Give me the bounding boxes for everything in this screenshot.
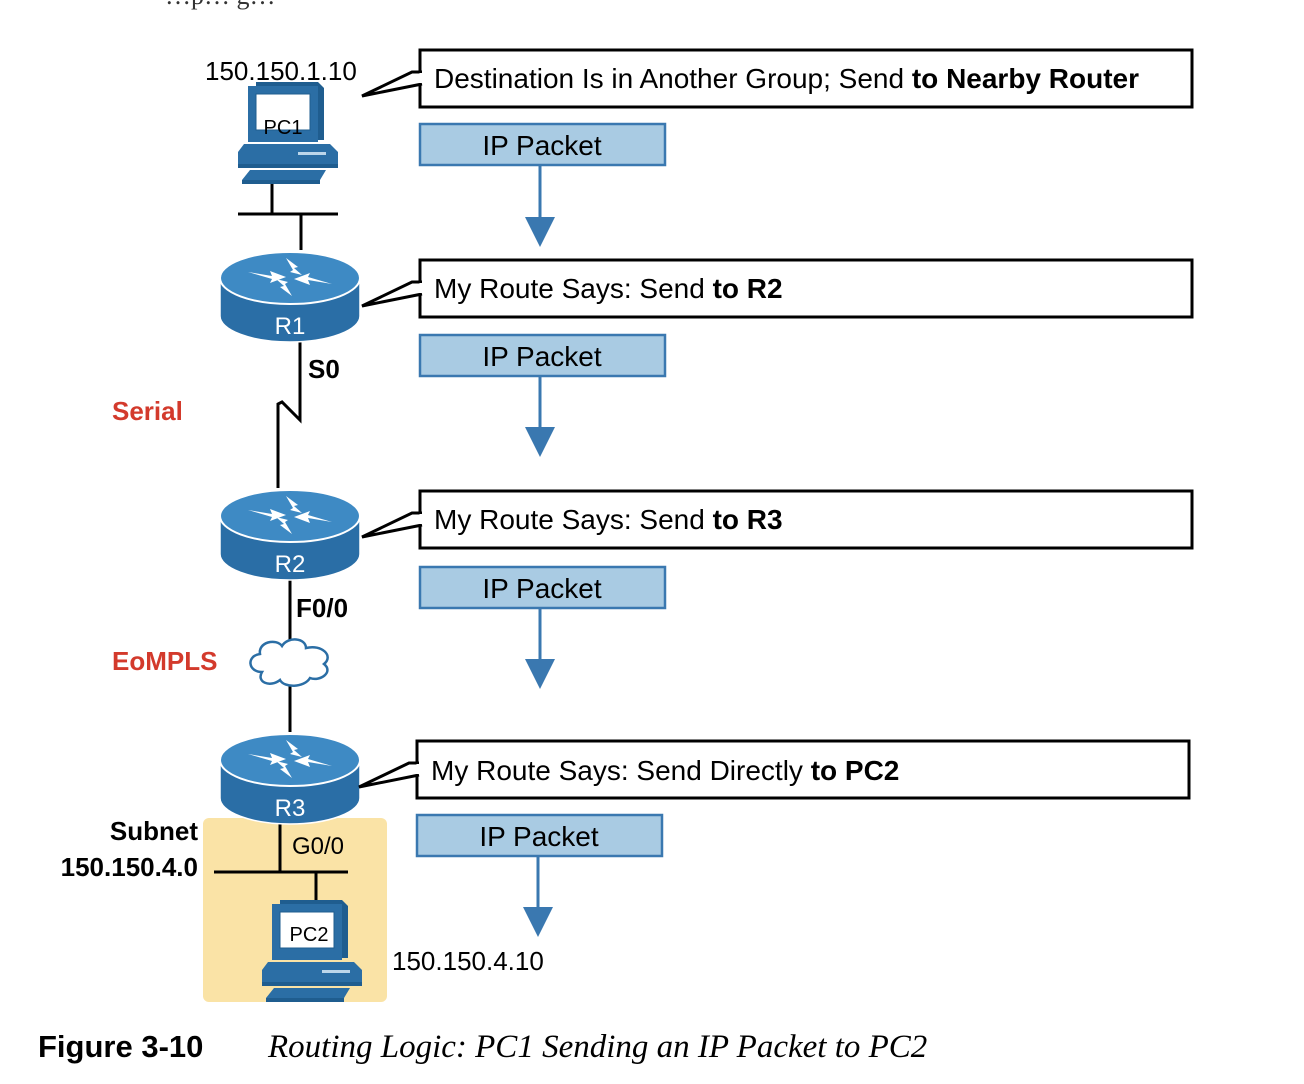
pc1-label: PC1	[264, 117, 303, 139]
cropped-top-text: …p… g…	[165, 0, 276, 10]
subnet-address: 150.150.4.0	[61, 852, 198, 882]
packet-2: IP Packet	[418, 333, 667, 457]
packet-3: IP Packet	[418, 565, 667, 689]
packet-4: IP Packet	[415, 813, 664, 937]
r1-label: R1	[275, 313, 306, 340]
packet-1: IP Packet	[418, 122, 667, 247]
r2-label: R2	[275, 551, 306, 578]
r3-label: R3	[275, 795, 306, 822]
callout-2-text: My Route Says: Send to R2	[434, 273, 783, 304]
interface-g0-0: G0/0	[292, 833, 344, 860]
pc2-ip: 150.150.4.10	[392, 946, 544, 976]
packet-1-label: IP Packet	[482, 130, 602, 161]
callout-3: My Route Says: Send to R3	[361, 489, 1194, 550]
callout-1-text: Destination Is in Another Group; Send to…	[434, 63, 1139, 94]
figure-title: Routing Logic: PC1 Sending an IP Packet …	[267, 1029, 927, 1065]
eompls-cloud-icon	[249, 638, 329, 687]
interface-s0: S0	[308, 354, 340, 384]
callout-3-text: My Route Says: Send to R3	[434, 504, 783, 535]
pc2-label: PC2	[290, 924, 329, 946]
callout-4: My Route Says: Send Directly to PC2	[358, 739, 1191, 800]
packet-3-label: IP Packet	[482, 573, 602, 604]
network-links	[214, 182, 348, 900]
subnet-label: Subnet	[110, 816, 198, 846]
eompls-label: EoMPLS	[112, 646, 217, 676]
serial-label: Serial	[112, 396, 183, 426]
callout-1: Destination Is in Another Group; Send to…	[361, 48, 1194, 109]
callout-2: My Route Says: Send to R2	[361, 258, 1194, 319]
packet-4-label: IP Packet	[479, 821, 599, 852]
pc1-ip: 150.150.1.10	[205, 56, 357, 86]
figure-number: Figure 3-10	[38, 1029, 203, 1064]
callout-4-text: My Route Says: Send Directly to PC2	[431, 755, 899, 786]
interface-f0-0: F0/0	[296, 593, 348, 623]
packet-2-label: IP Packet	[482, 341, 602, 372]
